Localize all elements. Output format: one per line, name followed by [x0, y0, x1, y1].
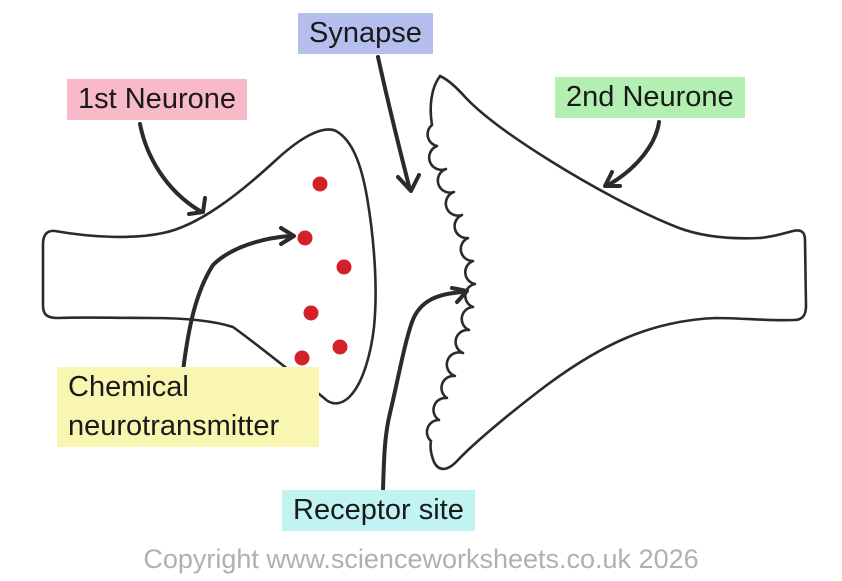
receptor-site-label: Receptor site [282, 490, 475, 531]
arrowhead-icon [450, 286, 469, 304]
neurotransmitter-dot [332, 339, 348, 355]
synapse-label: Synapse [298, 13, 433, 54]
neurotransmitter-dot [336, 259, 352, 275]
arrowhead-icon [603, 170, 622, 188]
copyright-text: Copyright www.scienceworksheets.co.uk 20… [143, 544, 699, 574]
chemical-neurotransmitter-arrow [181, 226, 296, 373]
arrowhead-icon [187, 196, 207, 216]
neurotransmitter-dot [312, 176, 328, 192]
neurotransmitter-dot [294, 350, 310, 366]
first-neurone-label: 1st Neurone [67, 79, 247, 120]
second-neurone-shape [425, 74, 808, 471]
arrowhead-icon [396, 173, 421, 193]
first-neurone-shape [41, 128, 377, 405]
neurotransmitter-dot [297, 230, 313, 246]
receptor-site-arrow [381, 286, 469, 491]
first-neurone-arrow [138, 122, 207, 216]
neurotransmitter-dots [294, 176, 352, 366]
chemical-neurotransmitter-label: Chemical neurotransmitter [57, 367, 319, 447]
second-neurone-label: 2nd Neurone [555, 77, 745, 118]
synapse-arrow [376, 55, 421, 193]
neurotransmitter-dot [303, 305, 319, 321]
second-neurone-arrow [603, 120, 661, 188]
arrowhead-icon [279, 226, 296, 246]
